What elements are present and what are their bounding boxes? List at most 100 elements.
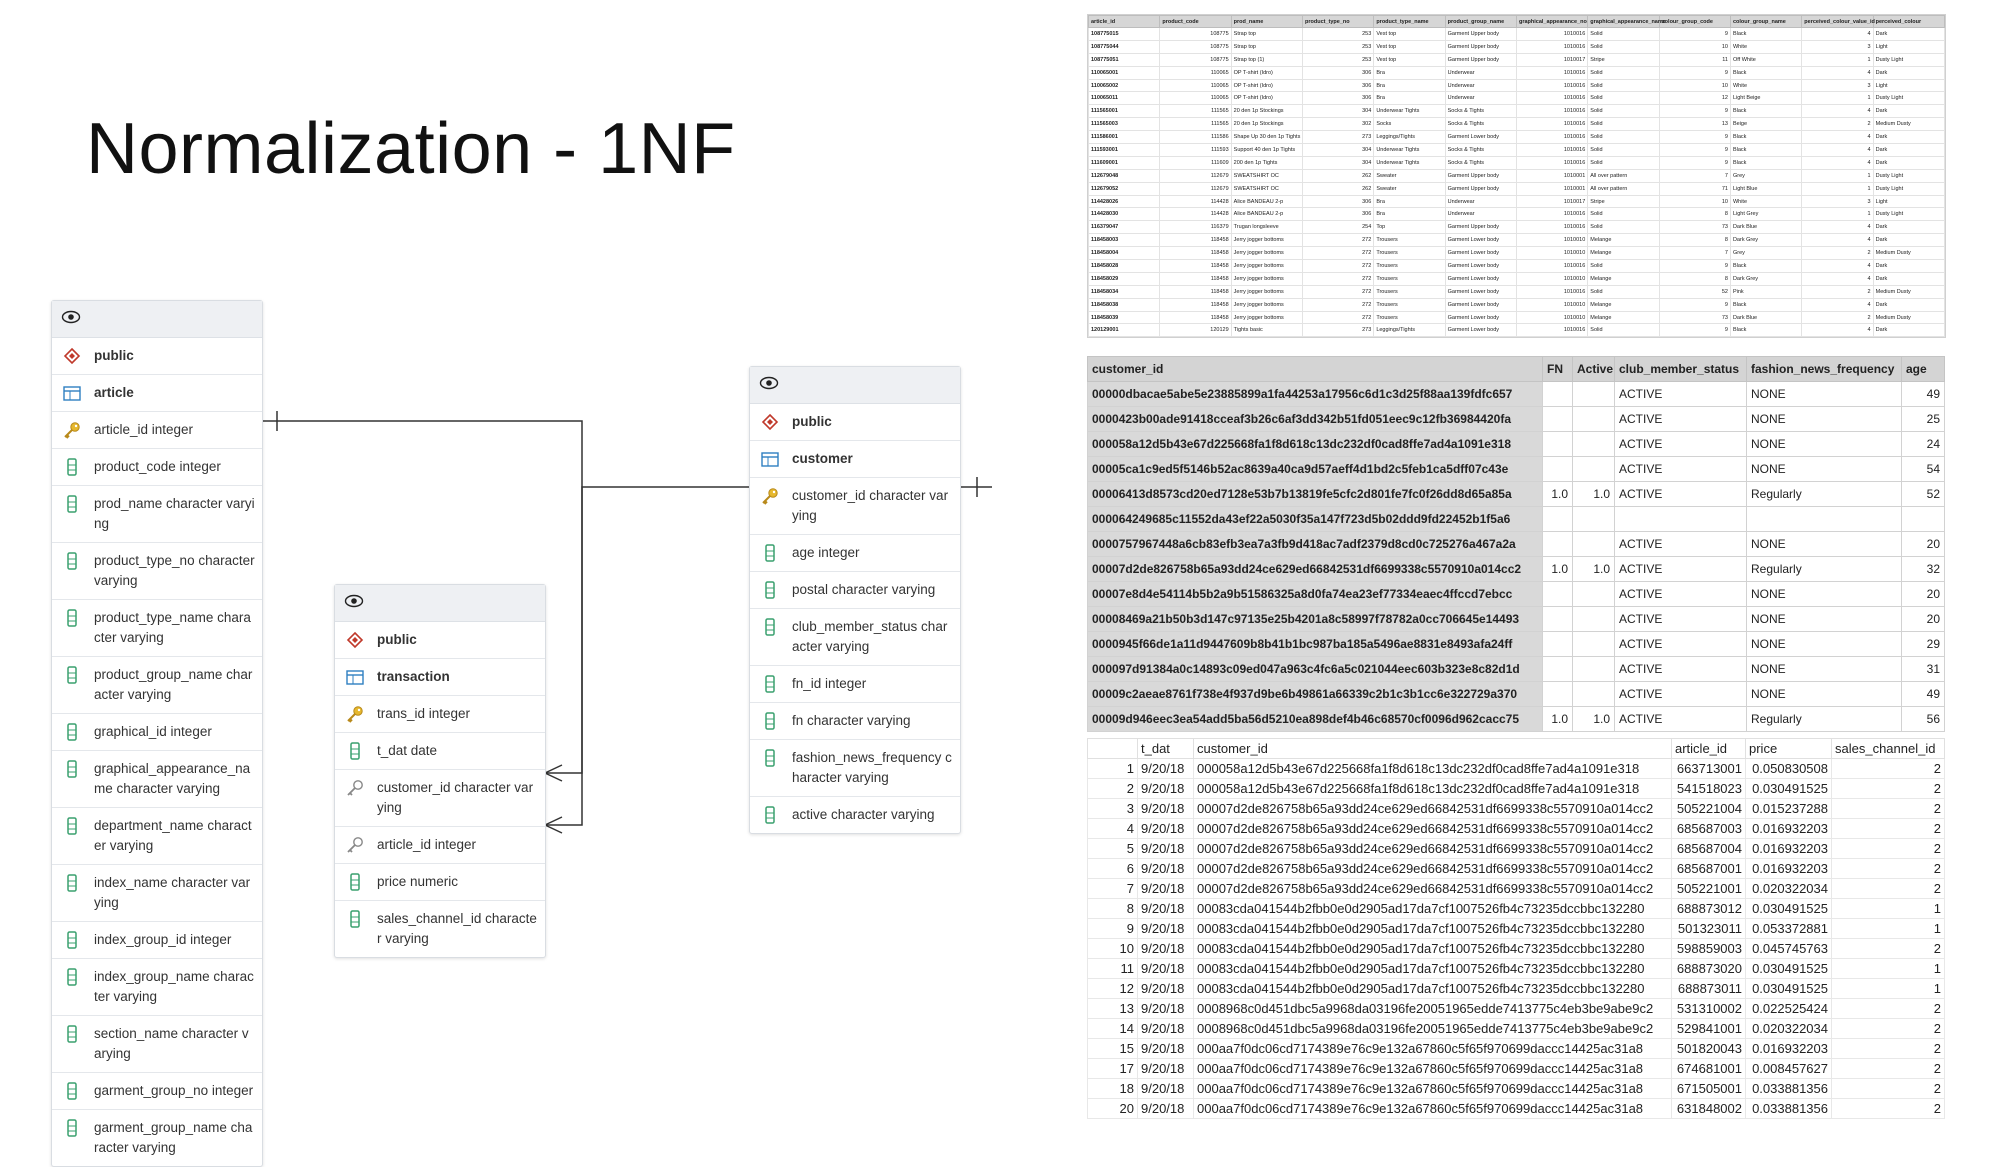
table-cell: 9 [1658, 155, 1731, 170]
table-cell: 9 [1658, 323, 1731, 338]
table-cell: 2 [1831, 798, 1945, 819]
column-row[interactable]: product_type_no character varying [52, 543, 262, 600]
column-row[interactable]: price numeric [335, 864, 545, 901]
column-row[interactable]: index_group_id integer [52, 922, 262, 959]
table-cell: 0.033881356 [1745, 1098, 1832, 1119]
table-row: 000064249685c11552da43ef22a5030f35a147f7… [1087, 506, 1945, 532]
column-icon [345, 909, 365, 929]
table-cell: OP T-shirt (Idro) [1230, 65, 1303, 80]
table-cell: 4 [1801, 323, 1874, 338]
column-header: colour_group_name [1729, 15, 1803, 28]
table-cell: 0.022525424 [1745, 998, 1832, 1019]
column-row[interactable]: garment_group_name character varying [52, 1110, 262, 1166]
eye-icon[interactable] [759, 376, 779, 394]
table-cell: 1.0 [1542, 706, 1573, 732]
table-cell: 10 [1658, 78, 1731, 93]
table-cell: 9 [1658, 259, 1731, 273]
table-cell: Trousers [1373, 310, 1446, 325]
eye-icon[interactable] [61, 310, 81, 328]
column-row[interactable]: index_group_name character varying [52, 959, 262, 1016]
column-row[interactable]: department_name character varying [52, 808, 262, 865]
column-row[interactable]: garment_group_no integer [52, 1073, 262, 1110]
table-cell: 116379 [1159, 220, 1232, 235]
table-cell: Jerry jogger bottoms [1230, 271, 1303, 286]
column-row[interactable]: t_dat date [335, 733, 545, 770]
table-cell: Garment Upper body [1444, 220, 1517, 235]
transaction-table-row[interactable]: transaction [335, 659, 545, 696]
column-row[interactable]: graphical_id integer [52, 714, 262, 751]
table-cell: 20 den 1p Stockings [1230, 104, 1303, 119]
table-cell: 8 [1087, 898, 1138, 919]
column-label: sales_channel_id character varying [377, 911, 537, 946]
column-row[interactable]: product_type_name character varying [52, 600, 262, 657]
table-cell: 111609 [1159, 155, 1232, 170]
table-cell: Dark [1872, 104, 1946, 119]
table-cell: Dark [1872, 220, 1946, 235]
table-cell: 529841001 [1671, 1018, 1746, 1039]
table-cell: Shape Up 30 den 1p Tights [1230, 130, 1303, 145]
table-cell: ACTIVE [1614, 431, 1747, 457]
column-row[interactable]: index_name character varying [52, 865, 262, 922]
transaction-schema-row[interactable]: public [335, 622, 545, 659]
table-cell: 9/20/18 [1137, 938, 1194, 959]
customer-schema-row[interactable]: public [750, 404, 960, 441]
eye-icon[interactable] [344, 594, 364, 612]
many-marker-article [544, 816, 563, 834]
table-row: 0000423b00ade91418cceaf3b26c6af3dd342b51… [1087, 406, 1945, 432]
table-cell: Jerry jogger bottoms [1230, 310, 1303, 325]
column-row[interactable]: fn character varying [750, 703, 960, 740]
column-row[interactable]: customer_id character varying [335, 770, 545, 827]
table-cell: NONE [1746, 581, 1902, 607]
table-cell: 10 [1087, 938, 1138, 959]
column-row[interactable]: age integer [750, 535, 960, 572]
table-cell: 0.053372881 [1745, 918, 1832, 939]
customer-table-row[interactable]: customer [750, 441, 960, 478]
column-row[interactable]: product_group_name character varying [52, 657, 262, 714]
column-row[interactable]: fn_id integer [750, 666, 960, 703]
article-table-row[interactable]: article [52, 375, 262, 412]
column-row[interactable]: graphical_appearance_name character vary… [52, 751, 262, 808]
column-row[interactable]: customer_id character varying [750, 478, 960, 535]
column-row[interactable]: postal character varying [750, 572, 960, 609]
table-cell: 00007d2de826758b65a93dd24ce629ed66842531… [1193, 878, 1672, 899]
table-cell: 9/20/18 [1137, 818, 1194, 839]
table-cell: 00083cda041544b2fbb0e0d2905ad17da7cf1007… [1193, 918, 1672, 939]
table-name: article [94, 385, 134, 400]
article-schema-row[interactable]: public [52, 338, 262, 375]
table-cell: 9/20/18 [1137, 1098, 1194, 1119]
table-cell [1542, 456, 1573, 482]
table-cell: 9/20/18 [1137, 778, 1194, 799]
column-row[interactable]: product_code integer [52, 449, 262, 486]
column-row[interactable]: club_member_status character varying [750, 609, 960, 666]
table-cell: NONE [1746, 431, 1902, 457]
table-cell: ACTIVE [1614, 606, 1747, 632]
column-icon [760, 580, 780, 600]
table-cell [1572, 606, 1615, 632]
column-row[interactable]: section_name character varying [52, 1016, 262, 1073]
table-cell: 110065001 [1087, 65, 1161, 80]
table-cell: 73 [1658, 310, 1731, 325]
table-cell: Strap top [1230, 39, 1303, 54]
table-cell: Black [1729, 65, 1803, 80]
column-row[interactable]: fashion_news_frequency character varying [750, 740, 960, 797]
table-cell: White [1729, 194, 1803, 209]
column-row[interactable]: active character varying [750, 797, 960, 833]
column-row[interactable]: article_id integer [335, 827, 545, 864]
column-header: article_id [1671, 738, 1746, 759]
table-cell: 108775 [1159, 27, 1232, 41]
table-cell: 1.0 [1572, 556, 1615, 582]
column-row[interactable]: sales_channel_id character varying [335, 901, 545, 957]
column-row[interactable]: trans_id integer [335, 696, 545, 733]
table-cell: 8 [1658, 207, 1731, 222]
column-row[interactable]: prod_name character varying [52, 486, 262, 543]
column-row[interactable]: article_id integer [52, 412, 262, 449]
